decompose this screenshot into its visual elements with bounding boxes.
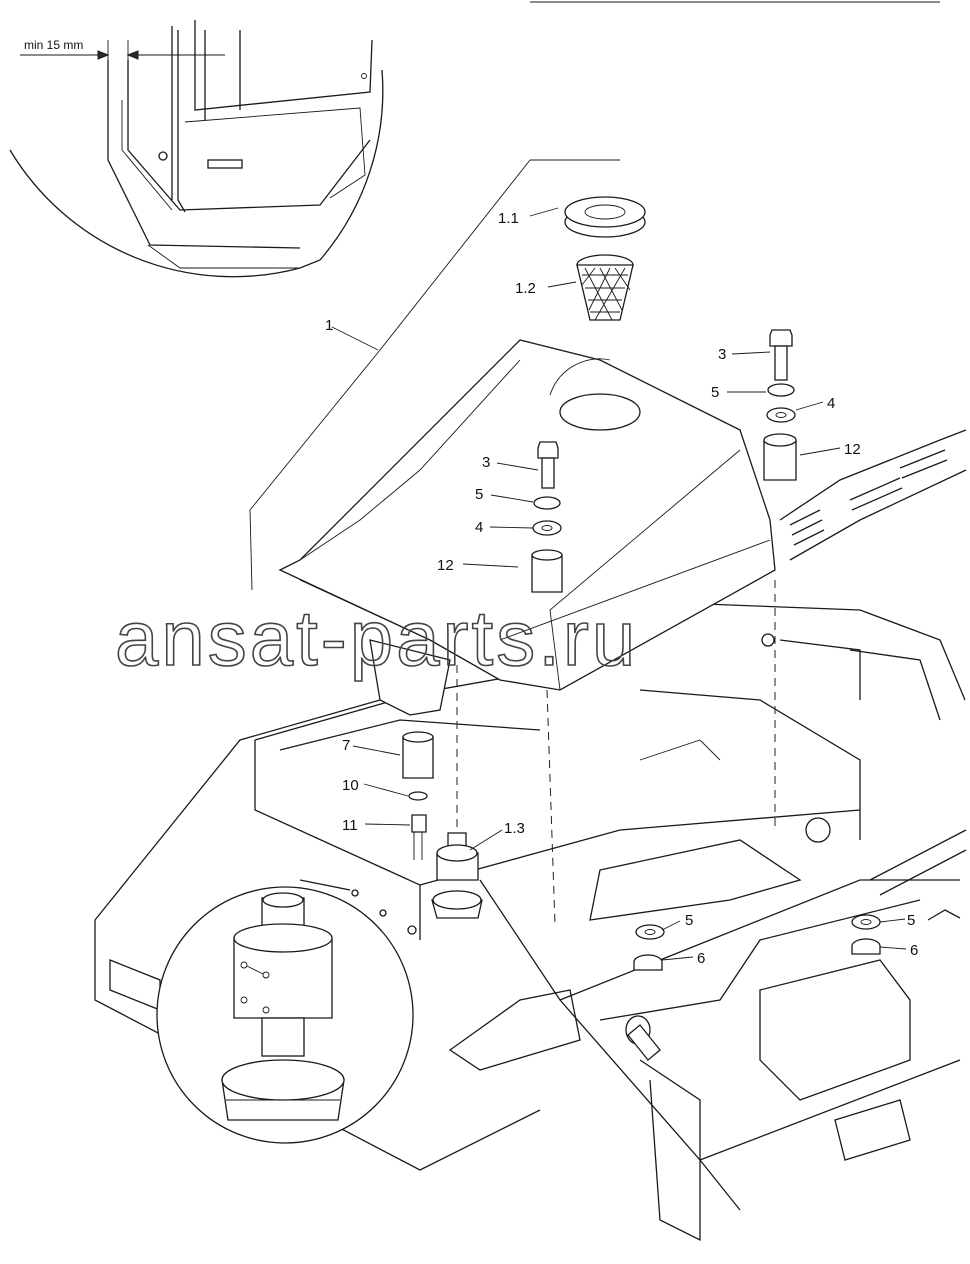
callout-3-right: 3 xyxy=(718,346,726,363)
callout-1: 1 xyxy=(325,317,333,334)
filler-cap xyxy=(564,196,646,238)
washer-grommet-right xyxy=(851,914,881,955)
side-panel xyxy=(759,959,911,1101)
callout-4-left: 4 xyxy=(475,519,483,536)
callout-5-right: 5 xyxy=(711,384,719,401)
alignment-lines xyxy=(456,580,776,926)
watermark: ansat-parts.ru xyxy=(115,594,638,682)
suction-filter xyxy=(402,731,434,860)
callout-5-left: 5 xyxy=(475,486,483,503)
callout-5-lower-right: 5 xyxy=(907,912,915,929)
callout-11: 11 xyxy=(342,817,358,834)
callout-6-lower-right: 6 xyxy=(910,942,918,959)
detail-circle-mount xyxy=(156,886,414,1144)
mount-stack-left xyxy=(531,441,563,593)
vent-slots xyxy=(789,449,948,546)
fuel-tank xyxy=(278,339,776,716)
washer-grommet-left xyxy=(633,924,665,971)
callout-1-1: 1.1 xyxy=(498,210,519,227)
callout-4-right: 4 xyxy=(827,395,835,412)
callout-5-lower-left: 5 xyxy=(685,912,693,929)
leader-lines xyxy=(331,207,907,961)
strainer-basket xyxy=(576,254,634,321)
callout-7: 7 xyxy=(342,737,350,754)
callout-12-right: 12 xyxy=(844,441,861,458)
callout-1-2: 1.2 xyxy=(515,280,536,297)
callout-12-left: 12 xyxy=(437,557,454,574)
filler-opening xyxy=(559,393,641,431)
mount-stack-right xyxy=(763,329,797,481)
dimension-label: min 15 mm xyxy=(24,38,83,52)
tank-sump xyxy=(369,639,451,716)
callout-6-lower-left: 6 xyxy=(697,950,705,967)
callout-1-3: 1.3 xyxy=(504,820,525,837)
rubber-mount xyxy=(431,832,483,919)
detail-circle-clearance xyxy=(9,20,384,278)
callout-3-left: 3 xyxy=(482,454,490,471)
callout-10: 10 xyxy=(342,777,359,794)
